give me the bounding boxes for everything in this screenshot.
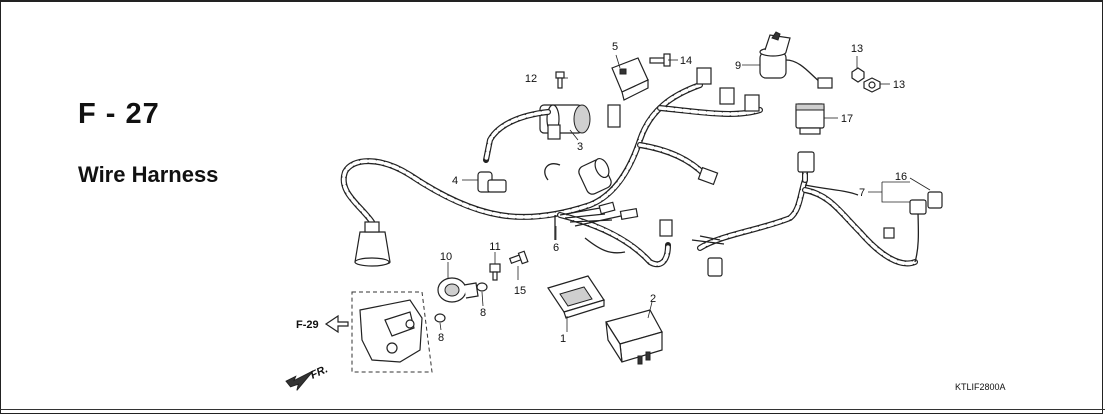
nut-13-a[interactable] xyxy=(851,67,865,83)
callout-12: 12 xyxy=(525,73,537,85)
starter-relay[interactable] xyxy=(759,31,833,89)
bolt-11[interactable] xyxy=(489,263,501,281)
callout-6: 6 xyxy=(553,242,559,254)
front-label: FR. xyxy=(309,363,330,381)
sub-harness[interactable] xyxy=(691,151,943,277)
callout-13-a: 13 xyxy=(851,43,863,55)
callout-16: 16 xyxy=(895,171,907,183)
washer-8-a[interactable] xyxy=(476,282,488,292)
ref-arrow-f29[interactable]: F-29 xyxy=(296,314,349,334)
page-title: Wire Harness xyxy=(78,162,219,187)
condenser[interactable] xyxy=(577,156,613,196)
relay-17[interactable] xyxy=(795,103,825,135)
horn-connector-boot[interactable] xyxy=(354,221,391,267)
control-unit[interactable] xyxy=(605,309,663,365)
diagram-code: KTLIF2800A xyxy=(955,382,1006,392)
front-arrow: FR. xyxy=(285,363,330,391)
spark-plug-cap[interactable] xyxy=(477,109,551,193)
callout-1: 1 xyxy=(560,333,566,345)
callout-labels: 1 2 3 4 5 6 7 8 8 9 10 11 12 13 13 14 15… xyxy=(438,41,907,345)
nut-13-b[interactable] xyxy=(863,77,881,93)
relay-bracket[interactable] xyxy=(611,57,649,101)
ref-page-label: F-29 xyxy=(296,319,319,331)
leader-lines xyxy=(439,54,931,332)
callout-8-a: 8 xyxy=(480,307,486,319)
callout-13-b: 13 xyxy=(893,79,905,91)
callout-14: 14 xyxy=(680,55,692,67)
callout-17: 17 xyxy=(841,113,853,125)
callout-3: 3 xyxy=(577,141,583,153)
bolt-15[interactable] xyxy=(508,250,529,265)
cover[interactable] xyxy=(547,275,605,319)
horn[interactable] xyxy=(437,277,479,303)
callout-10: 10 xyxy=(440,251,452,263)
page-code: F - 27 xyxy=(78,98,160,130)
callout-15: 15 xyxy=(514,285,526,297)
washer-8-b[interactable] xyxy=(434,313,446,323)
frame-bracket[interactable] xyxy=(351,291,433,373)
callout-4: 4 xyxy=(452,175,458,187)
callout-11: 11 xyxy=(489,241,500,253)
bottom-rule xyxy=(0,409,1105,410)
bolt-12[interactable] xyxy=(555,71,565,89)
callout-5: 5 xyxy=(612,41,618,53)
callout-2: 2 xyxy=(650,293,656,305)
callout-8-b: 8 xyxy=(438,332,444,344)
callout-9: 9 xyxy=(735,60,741,72)
main-harness[interactable] xyxy=(340,67,763,268)
callout-7: 7 xyxy=(859,187,865,199)
bolt-14[interactable] xyxy=(649,53,671,67)
